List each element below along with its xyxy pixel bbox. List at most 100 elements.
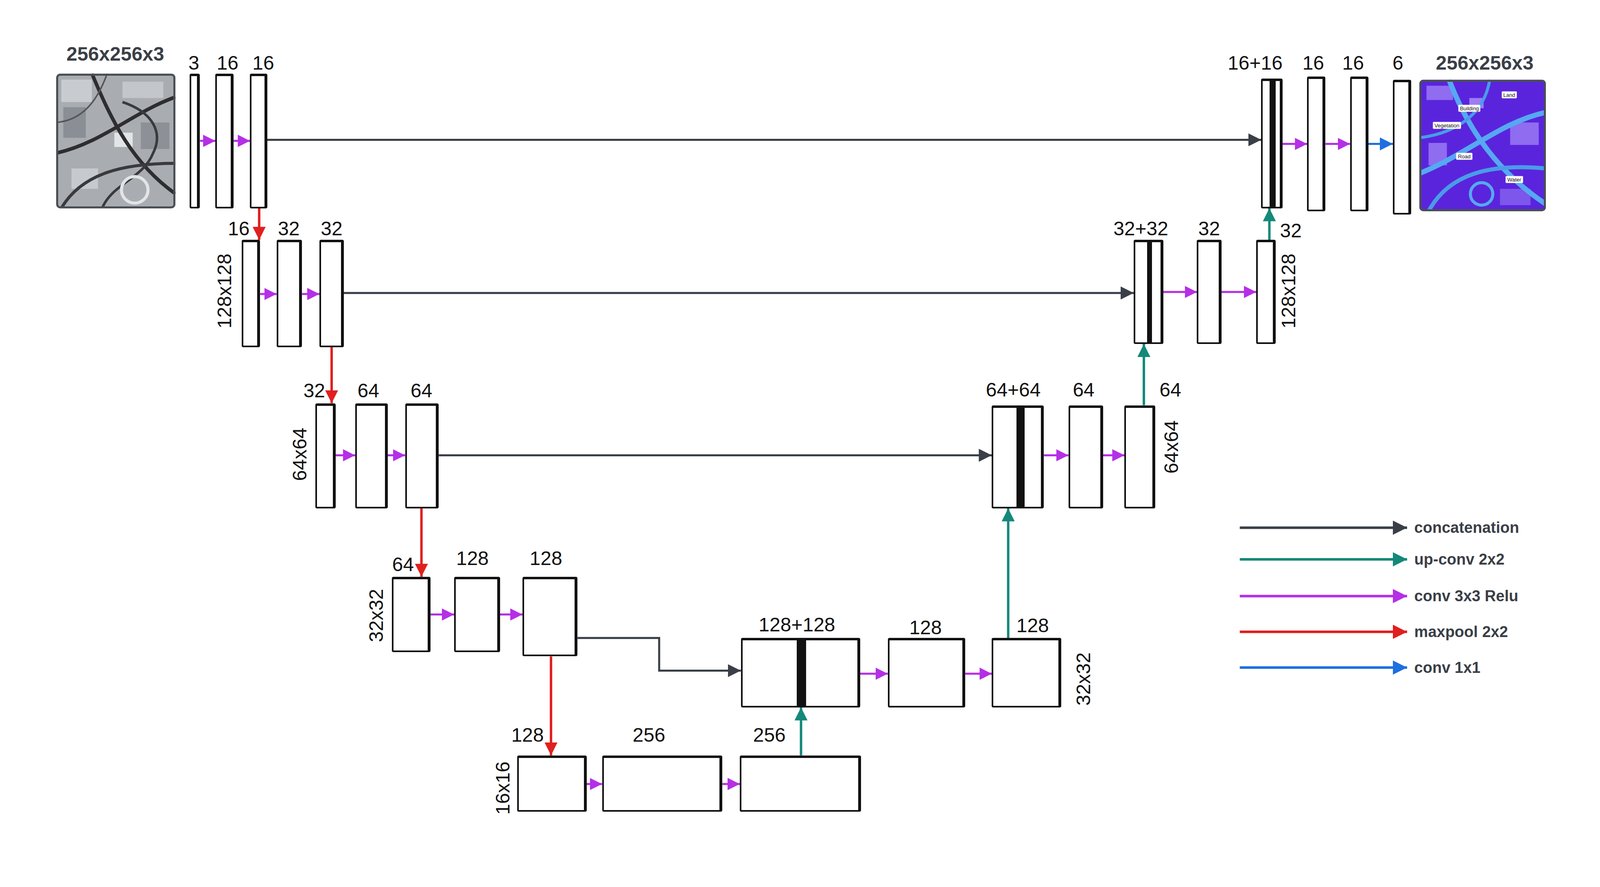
feature-map: 32 — [1196, 239, 1222, 344]
feature-map: 128 — [991, 637, 1062, 708]
resolution-label: 128x128 — [214, 253, 235, 329]
class-tag: Road — [1456, 152, 1473, 160]
connector — [387, 454, 406, 457]
channel-count: 32 — [1279, 220, 1302, 241]
feature-map: 64+64 — [991, 405, 1044, 509]
channel-count: 64 — [410, 380, 433, 401]
channel-count: 16+16 — [1227, 53, 1283, 73]
feature-map: 64 — [391, 576, 431, 653]
connector — [860, 672, 888, 675]
channel-count: 32+32 — [1113, 218, 1169, 239]
feature-map: 6 — [1392, 79, 1412, 215]
aerial-image — [56, 73, 176, 209]
feature-map: 128 — [522, 576, 578, 657]
image-frame: 256x256x3 — [1419, 79, 1546, 212]
feature-map: 64 — [1068, 405, 1104, 509]
connector — [430, 613, 455, 616]
class-tag: Land — [1501, 91, 1517, 99]
resolution-label: 32x32 — [1073, 651, 1094, 706]
channel-count: 64+64 — [985, 380, 1041, 400]
channel-count: 128+128 — [758, 614, 835, 635]
feature-map: 128 — [887, 637, 966, 708]
feature-map: 32 — [315, 403, 336, 509]
concat-bar — [1147, 242, 1153, 343]
connector — [577, 637, 741, 671]
feature-map: 256 — [602, 755, 723, 812]
feature-map: 256 — [739, 755, 862, 812]
feature-map: 128 — [454, 576, 501, 653]
channel-count: 64 — [1159, 380, 1182, 400]
channel-count: 16 — [252, 53, 274, 73]
channel-count: 16 — [216, 53, 239, 73]
feature-map: 16+16 — [1261, 78, 1283, 208]
resolution-label: 64x64 — [1161, 420, 1182, 474]
segmentation-image — [1419, 79, 1546, 212]
concat-bar — [1016, 407, 1025, 507]
feature-map: 32+32 — [1133, 239, 1164, 344]
concat-bar — [796, 640, 807, 706]
connector — [343, 291, 1134, 294]
feature-map: 128 — [517, 755, 587, 812]
resolution-label: 64x64 — [290, 427, 310, 481]
resolution-label: 128x128 — [1278, 253, 1299, 329]
connector — [549, 655, 553, 755]
feature-map: 32 — [276, 239, 303, 347]
connector — [1103, 454, 1125, 457]
class-tag: Vegetation — [1432, 122, 1461, 129]
channel-count: 256 — [753, 725, 786, 745]
connector — [500, 613, 523, 616]
concat-bar — [1269, 80, 1276, 207]
connector — [1325, 142, 1350, 145]
feature-map: 32 — [1256, 239, 1276, 344]
resolution-label: 32x32 — [366, 588, 387, 643]
feature-map: 16 — [1307, 76, 1326, 212]
connector — [1282, 142, 1308, 145]
legend-text: concatenation — [1414, 519, 1520, 536]
channel-count: 128 — [909, 617, 942, 638]
connector — [1163, 290, 1198, 293]
legend-text: conv 1x1 — [1414, 659, 1481, 676]
feature-map: 64 — [405, 403, 440, 509]
channel-count: 128 — [1016, 615, 1050, 636]
connector — [267, 138, 1262, 141]
class-tag: Water — [1505, 176, 1523, 184]
connector — [722, 782, 740, 785]
connector — [233, 139, 250, 143]
feature-map: 16 — [215, 73, 234, 209]
image-size: 256x256x3 — [66, 44, 164, 64]
feature-map: 16 — [249, 73, 268, 209]
resolution-label: 16x16 — [493, 761, 513, 815]
feature-map: 16 — [241, 239, 261, 347]
channel-count: 6 — [1392, 53, 1404, 73]
connector — [1368, 142, 1393, 145]
image-size: 256x256x3 — [1435, 53, 1534, 73]
channel-count: 128 — [529, 548, 563, 569]
channel-count: 128 — [511, 725, 544, 745]
feature-map: 16 — [1350, 76, 1369, 212]
feature-map: 32 — [319, 239, 344, 347]
legend-text: up-conv 2x2 — [1414, 551, 1505, 567]
channel-count: 32 — [277, 218, 300, 239]
connector — [1221, 290, 1257, 293]
feature-map: 64 — [1124, 405, 1155, 509]
channel-count: 3 — [188, 53, 200, 73]
channel-count: 256 — [632, 725, 666, 745]
class-tag: Building — [1458, 104, 1481, 112]
channel-count: 64 — [1072, 380, 1095, 400]
connector — [200, 139, 216, 143]
connector — [1268, 208, 1271, 241]
connector — [330, 347, 333, 404]
channel-count: 64 — [357, 380, 380, 401]
channel-count: 32 — [1198, 218, 1220, 239]
connector — [260, 292, 277, 296]
channel-count: 32 — [320, 218, 343, 239]
feature-map: 128+128 — [740, 637, 861, 708]
connector — [420, 508, 423, 577]
channel-count: 16 — [1342, 53, 1364, 73]
connector — [800, 707, 803, 756]
connector — [586, 782, 603, 785]
connector — [335, 454, 356, 457]
legend-samples — [1239, 527, 1408, 668]
connector — [965, 672, 992, 675]
